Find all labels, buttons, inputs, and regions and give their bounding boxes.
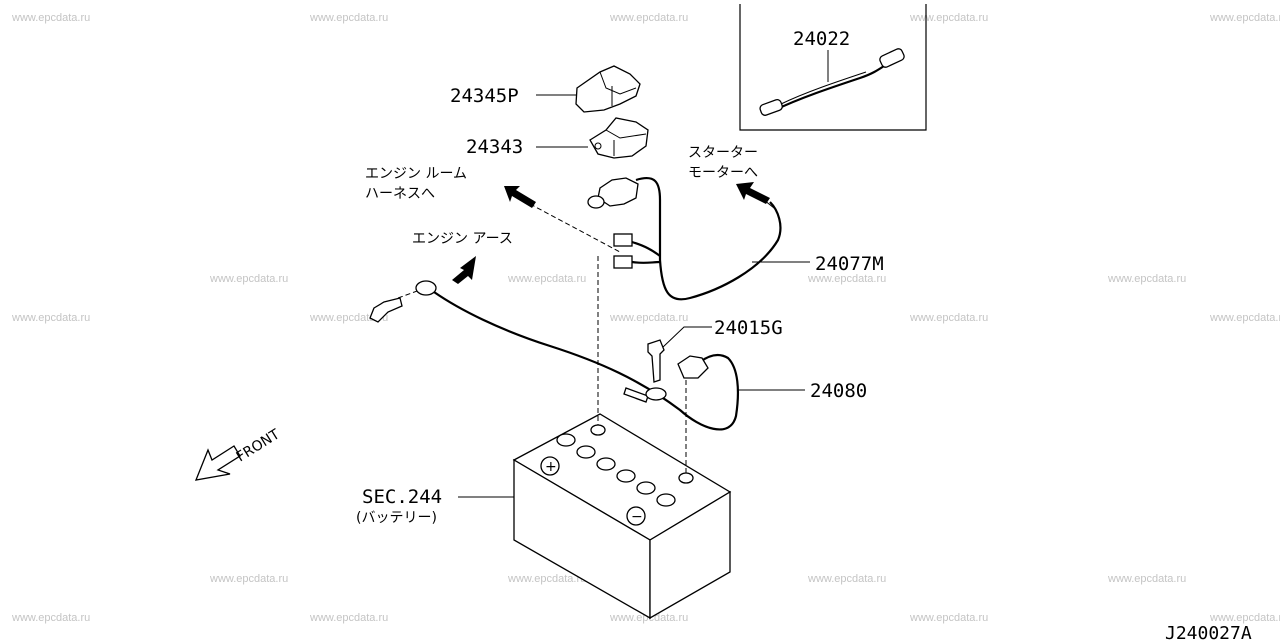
note-engine-room: エンジン ルーム ハーネスへ: [365, 166, 621, 253]
inset-24022[interactable]: 24022: [739, 4, 927, 131]
arrow-icon: [736, 182, 770, 204]
watermark: www.epcdata.ru: [507, 573, 586, 585]
watermark: www.epcdata.ru: [11, 312, 90, 324]
part-label-24080[interactable]: 24080: [810, 380, 867, 402]
sec-244[interactable]: SEC.244 (バッテリー): [356, 486, 514, 526]
front-arrow-icon: [194, 445, 241, 481]
watermark: www.epcdata.ru: [11, 12, 90, 24]
watermark: www.epcdata.ru: [909, 312, 988, 324]
part-24015G[interactable]: 24015G: [645, 317, 783, 401]
part-label-24015G[interactable]: 24015G: [714, 317, 783, 339]
drawing-code: J240027A: [1165, 623, 1252, 640]
watermark: www.epcdata.ru: [909, 612, 988, 624]
terminal-clamp-icon: [677, 355, 709, 379]
battery: + −: [512, 256, 732, 620]
part-24080[interactable]: 24080: [369, 280, 867, 431]
note-engine-room-line2: ハーネスへ: [365, 186, 435, 202]
note-starter-line2: モーターへ: [688, 165, 758, 181]
ring-terminal-icon: [415, 280, 437, 296]
note-engine-earth-text: エンジン アース: [412, 231, 513, 247]
note-engine-earth: エンジン アース: [397, 231, 513, 299]
front-indicator: FRONT: [194, 426, 283, 481]
watermark: www.epcdata.ru: [309, 12, 388, 24]
connector-icon: [613, 255, 633, 269]
watermark: www.epcdata.ru: [1209, 312, 1280, 324]
note-engine-room-line1: エンジン ルーム: [365, 166, 467, 182]
watermark: www.epcdata.ru: [11, 612, 90, 624]
watermark: www.epcdata.ru: [807, 273, 886, 285]
watermark: www.epcdata.ru: [1209, 612, 1280, 624]
watermark: www.epcdata.ru: [1107, 573, 1186, 585]
note-starter: スターター モーターへ: [688, 145, 770, 204]
connector-icon: [613, 233, 633, 247]
part-24345P[interactable]: 24345P: [450, 65, 641, 113]
arrow-icon: [504, 186, 536, 208]
sec-label[interactable]: SEC.244: [362, 486, 442, 508]
watermark: www.epcdata.ru: [1107, 273, 1186, 285]
arrow-icon: [452, 256, 476, 284]
part-label-24077M[interactable]: 24077M: [815, 253, 884, 275]
watermark: www.epcdata.ru: [209, 573, 288, 585]
watermark: www.epcdata.ru: [909, 12, 988, 24]
bolt-icon: [647, 339, 665, 383]
note-starter-line1: スターター: [688, 145, 758, 161]
watermark: www.epcdata.ru: [507, 273, 586, 285]
watermark: www.epcdata.ru: [309, 612, 388, 624]
watermark: www.epcdata.ru: [609, 312, 688, 324]
part-24343[interactable]: 24343: [466, 117, 649, 159]
watermark: www.epcdata.ru: [609, 12, 688, 24]
part-label-24345P[interactable]: 24345P: [450, 85, 519, 107]
terminal-lug-icon: [759, 99, 783, 116]
sec-battery-note: (バッテリー): [356, 510, 437, 526]
terminal-lug-icon: [879, 48, 905, 68]
watermarks: www.epcdata.ru www.epcdata.ru www.epcdat…: [11, 12, 1280, 624]
part-24077M[interactable]: 24077M: [587, 176, 884, 301]
part-label-24343[interactable]: 24343: [466, 136, 523, 158]
watermark: www.epcdata.ru: [209, 273, 288, 285]
watermark: www.epcdata.ru: [609, 612, 688, 624]
part-label-24022[interactable]: 24022: [793, 28, 850, 50]
front-label: FRONT: [234, 426, 283, 465]
watermark: www.epcdata.ru: [807, 573, 886, 585]
battery-minus-mark: −: [631, 509, 643, 525]
bolt-icon: [369, 297, 403, 323]
watermark: www.epcdata.ru: [309, 312, 388, 324]
battery-plus-mark: +: [545, 459, 557, 475]
watermark: www.epcdata.ru: [1209, 12, 1280, 24]
